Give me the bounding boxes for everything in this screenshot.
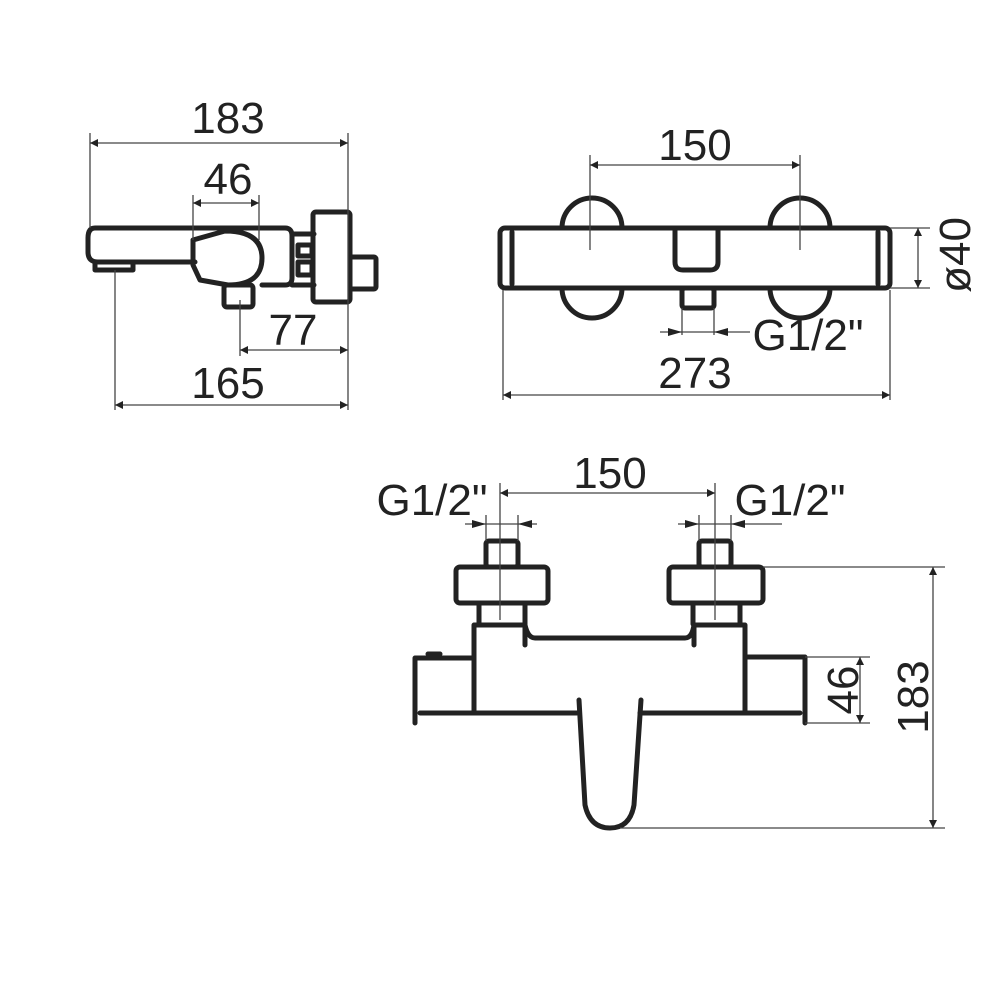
dim-label-150: 150 <box>573 449 646 498</box>
handle <box>310 209 353 305</box>
front-view: 150 ø40 G1/2" 273 <box>497 121 980 400</box>
outlet-nut <box>221 282 256 310</box>
spout-top <box>576 697 644 831</box>
dim-label-77: 77 <box>269 306 318 355</box>
top-view: 150 G1/2" G1/2" 46 183 <box>376 449 945 831</box>
thread-arrows <box>668 328 728 336</box>
outlet-nut-front <box>679 285 717 311</box>
body-top <box>471 622 748 716</box>
inlet-left <box>483 538 521 570</box>
side-view: 183 46 77 165 <box>85 94 379 410</box>
stem-left <box>476 600 528 627</box>
spout-front <box>672 227 721 273</box>
extension-lines <box>89 133 349 410</box>
dim-label-46: 46 <box>819 666 868 715</box>
dim-label-150: 150 <box>658 121 731 170</box>
nut-left <box>453 564 551 606</box>
dim-label-thread: G1/2" <box>752 311 863 360</box>
extension-lines <box>485 483 945 829</box>
dim-label-183: 183 <box>889 660 938 733</box>
thread-arrows-right <box>685 520 745 528</box>
stem-right <box>690 600 743 627</box>
dim-label-273: 273 <box>658 349 731 398</box>
nut-right <box>666 564 766 606</box>
dim-label-thread-left: G1/2" <box>376 476 487 525</box>
spout-tip <box>92 259 136 273</box>
thread-arrows-left <box>472 520 532 528</box>
extension-lines <box>502 155 930 400</box>
dim-label-183: 183 <box>191 94 264 143</box>
mixer-body <box>497 225 893 291</box>
connector <box>289 231 317 288</box>
handle-left <box>559 195 625 321</box>
handle-knob <box>347 254 379 292</box>
side-pipe-right <box>742 654 808 726</box>
dim-label-165: 165 <box>191 359 264 408</box>
side-pipe-left <box>412 655 477 726</box>
dim-label-thread-right: G1/2" <box>734 476 845 525</box>
dim-label-diameter: ø40 <box>931 217 980 293</box>
dim-label-46: 46 <box>204 155 253 204</box>
valve-body <box>190 228 265 288</box>
body-inner-edge <box>509 229 881 287</box>
